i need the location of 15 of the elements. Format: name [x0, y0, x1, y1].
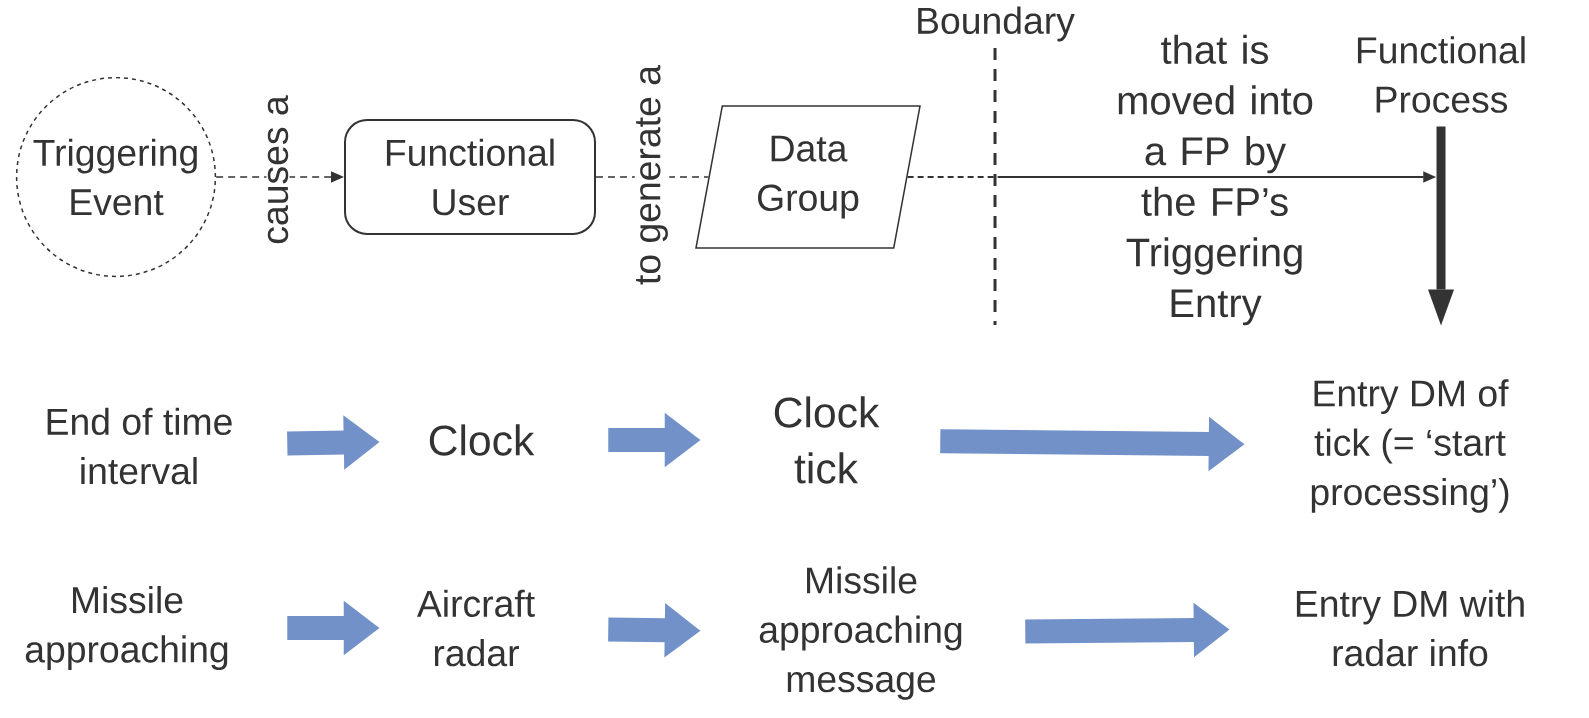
edge-label: causes a: [266, 93, 290, 247]
step-label: End of time interval: [47, 407, 232, 485]
rounded-box: Functional User: [344, 119, 596, 235]
process-heading: Functional Process: [1357, 36, 1525, 113]
step-label: Entry DM with radar info: [1296, 589, 1524, 667]
edge-label: to generate a: [634, 63, 670, 287]
step-label: Clock tick: [774, 396, 880, 484]
edge-label: that is moved into a FP by the FP’s Triggering Entry: [1118, 34, 1313, 326]
parallelogram-box: Data Group: [695, 105, 921, 249]
step-label: Missile approaching: [25, 585, 228, 671]
step-label: Aircraft radar: [416, 589, 535, 667]
boundary-label: Boundary: [918, 6, 1075, 42]
step-label: Clock: [429, 424, 535, 456]
step-label: Missile approaching message: [759, 566, 962, 700]
step-label: Entry DM of tick (= ‘start processing’): [1311, 379, 1509, 513]
